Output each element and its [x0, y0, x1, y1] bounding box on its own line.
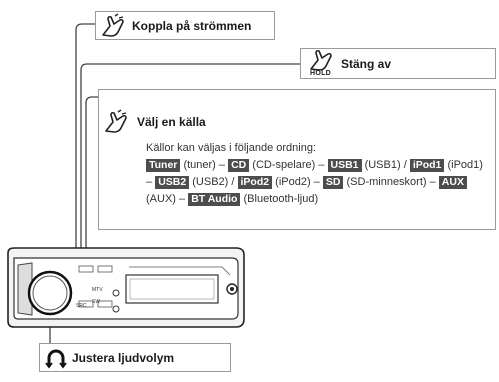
source-desc: (tuner) –	[180, 159, 229, 171]
source-desc: (Bluetooth-ljud)	[240, 193, 319, 205]
src-button-label: SRC	[76, 303, 87, 309]
source-chip: iPod1	[409, 159, 445, 172]
source-desc: (USB1) /	[361, 159, 410, 171]
source-intro: Källor kan väljas i följande ordning:	[146, 142, 316, 154]
finger-press-icon	[105, 109, 127, 133]
power-off-callout	[300, 48, 496, 79]
sw-button-label: SW	[92, 299, 101, 305]
source-chip: Tuner	[146, 159, 181, 172]
source-chip: AUX	[438, 176, 467, 189]
source-list: Tuner (tuner) – CD (CD-spelare) – USB1 (…	[146, 157, 491, 208]
car-stereo-head-unit-icon	[7, 247, 245, 328]
source-chip: iPod2	[237, 176, 273, 189]
power-on-callout	[95, 11, 275, 40]
finger-press-icon	[102, 13, 124, 37]
source-chip: USB2	[155, 176, 190, 189]
source-desc: (USB2) /	[189, 176, 238, 188]
source-chip: SD	[322, 176, 344, 189]
source-chip: BT Audio	[188, 193, 241, 206]
mtv-button-label: MTV	[92, 287, 103, 293]
source-desc: (CD-spelare) –	[249, 159, 328, 171]
source-chip: CD	[228, 159, 250, 172]
source-desc: (iPod1) –	[146, 159, 483, 188]
power-on-label: Koppla på strömmen	[132, 19, 252, 33]
source-desc: (AUX) –	[146, 193, 189, 205]
source-desc: (iPod2) –	[272, 176, 323, 188]
volume-callout	[39, 343, 231, 372]
source-desc: (SD-minneskort) –	[343, 176, 439, 188]
power-off-label: Stäng av	[341, 57, 392, 71]
select-source-label: Välj en källa	[137, 115, 206, 129]
source-order-text: Källor kan väljas i följande ordning: Tu…	[146, 140, 491, 208]
finger-hold-icon	[310, 49, 332, 71]
source-chip: USB1	[327, 159, 362, 172]
hold-text: HOLD	[310, 70, 332, 77]
rotate-knob-icon	[45, 349, 67, 369]
volume-label: Justera ljudvolym	[72, 351, 175, 365]
